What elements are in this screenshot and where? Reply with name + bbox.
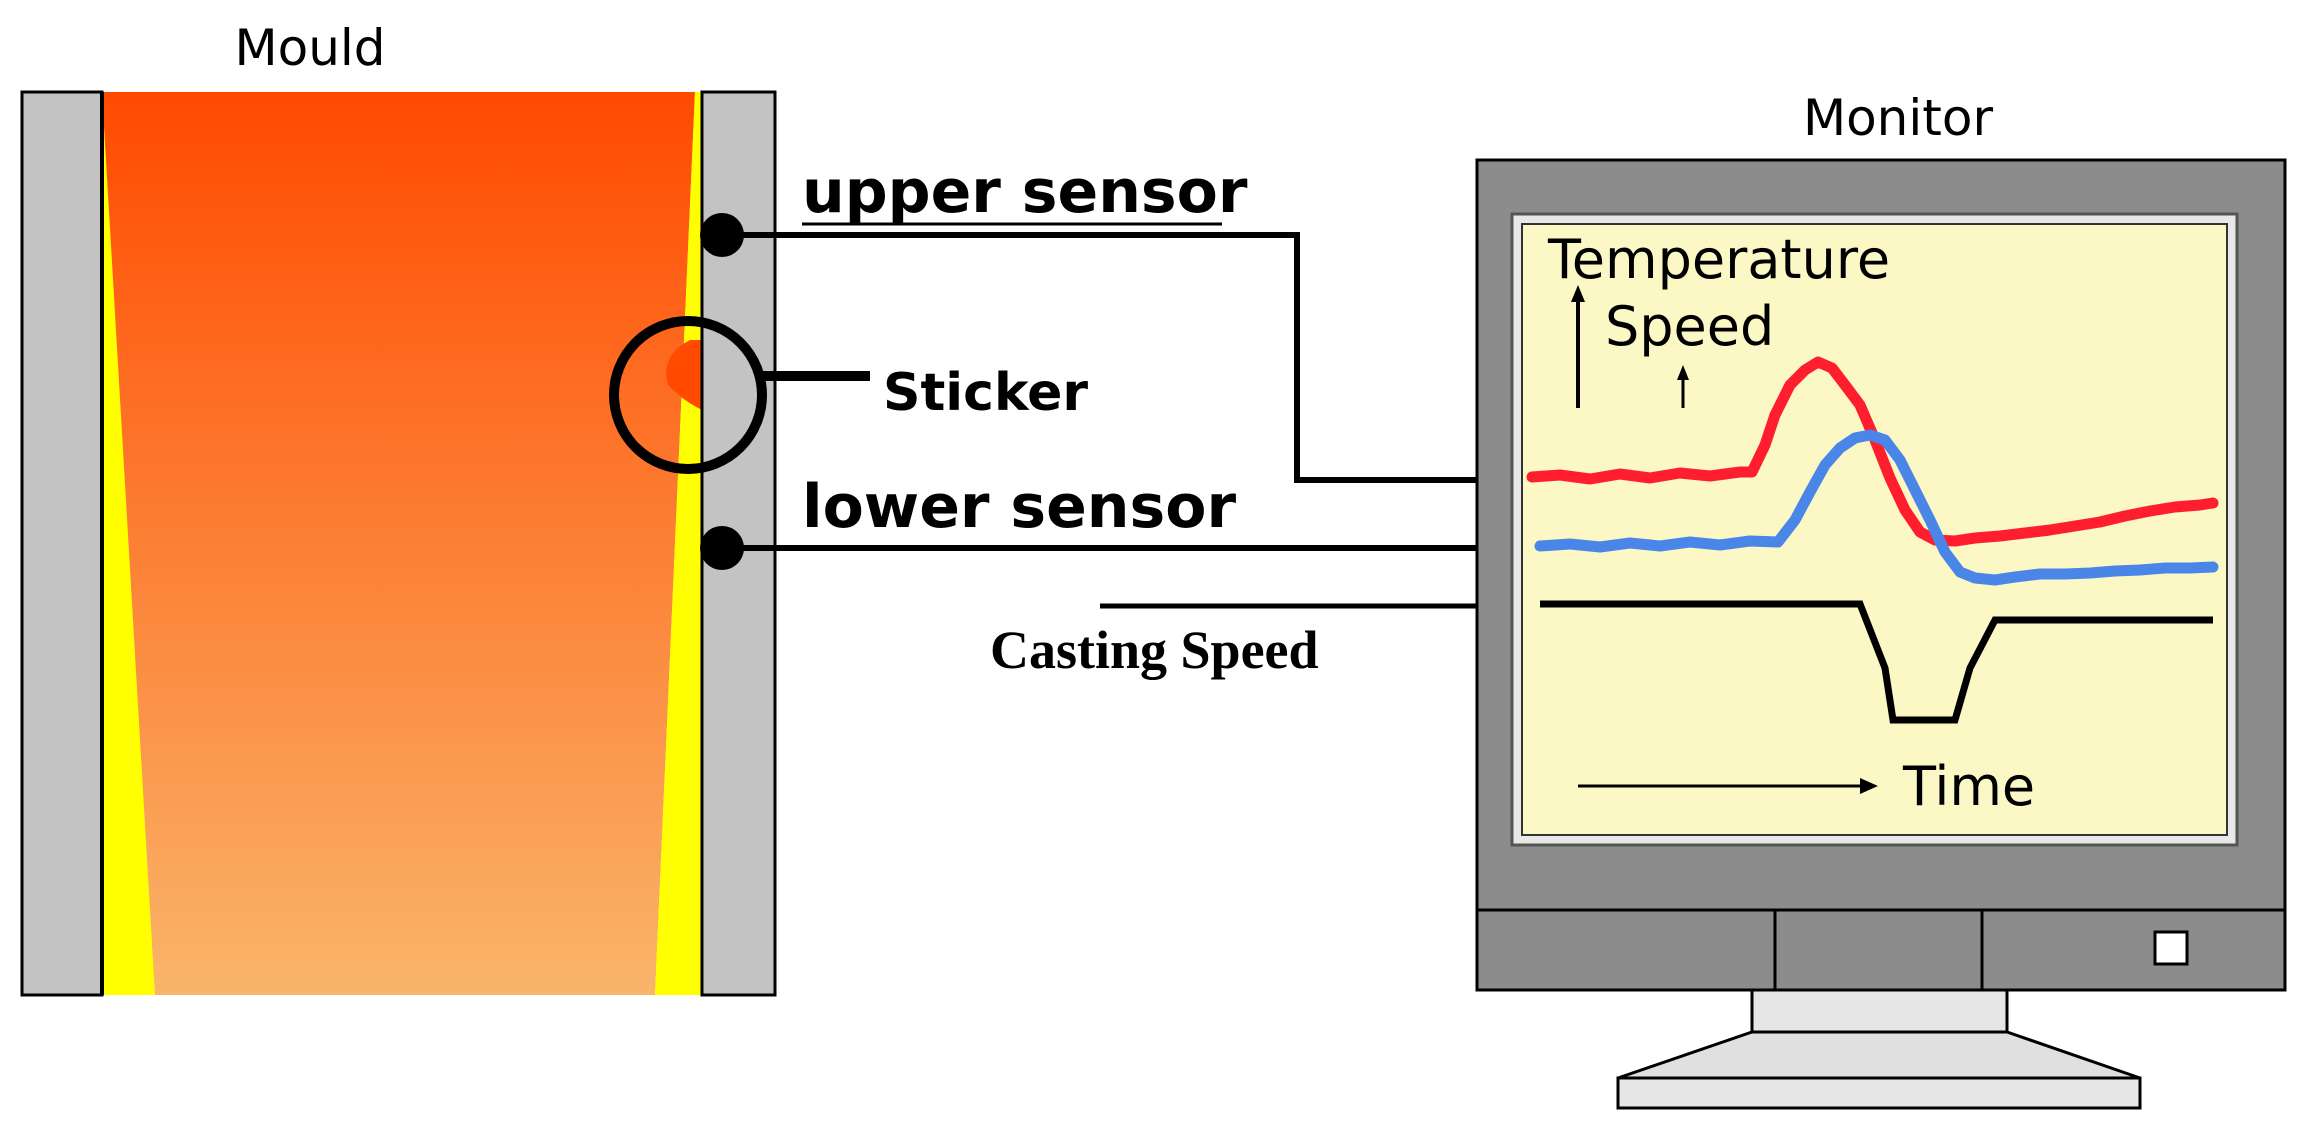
upper-sensor-temperature-trace <box>1526 356 2219 547</box>
lower-sensor-temperature-trace <box>1534 429 2219 586</box>
temperature-axis-label: Temperature <box>1547 228 1890 291</box>
monitor: Monitor Temperature Speed Time <box>1475 89 2287 1110</box>
monitor-foot <box>1616 1076 2142 1110</box>
upper-sensor-label: upper sensor <box>802 157 1248 227</box>
connectors: upper sensor Sticker lower sensor Castin… <box>722 157 1540 680</box>
power-button <box>2153 930 2189 966</box>
mould: Mould <box>20 19 777 997</box>
speed-up-arrow <box>1677 365 1689 408</box>
sticker-highlight-circle <box>609 316 767 474</box>
monitor-title: Monitor <box>1803 89 1994 147</box>
temperature-up-arrow <box>1571 285 1585 408</box>
molten-steel <box>102 92 695 995</box>
casting-speed-trace <box>1540 600 2213 724</box>
monitor-neck <box>1750 988 2009 1034</box>
casting-speed-label: Casting Speed <box>990 620 1319 680</box>
monitor-base <box>1617 1030 2141 1080</box>
lower-sensor-label: lower sensor <box>802 472 1236 542</box>
sticker-label: Sticker <box>883 363 1088 423</box>
mould-title: Mould <box>234 19 385 77</box>
speed-axis-label: Speed <box>1605 295 1774 358</box>
time-right-arrow <box>1578 778 1878 794</box>
monitor-screen <box>1521 223 2228 836</box>
time-axis-label: Time <box>1902 755 2035 818</box>
sticker-defect <box>666 340 702 410</box>
mould-left-wall <box>20 90 104 997</box>
upper-sensor-cable <box>722 232 1532 483</box>
